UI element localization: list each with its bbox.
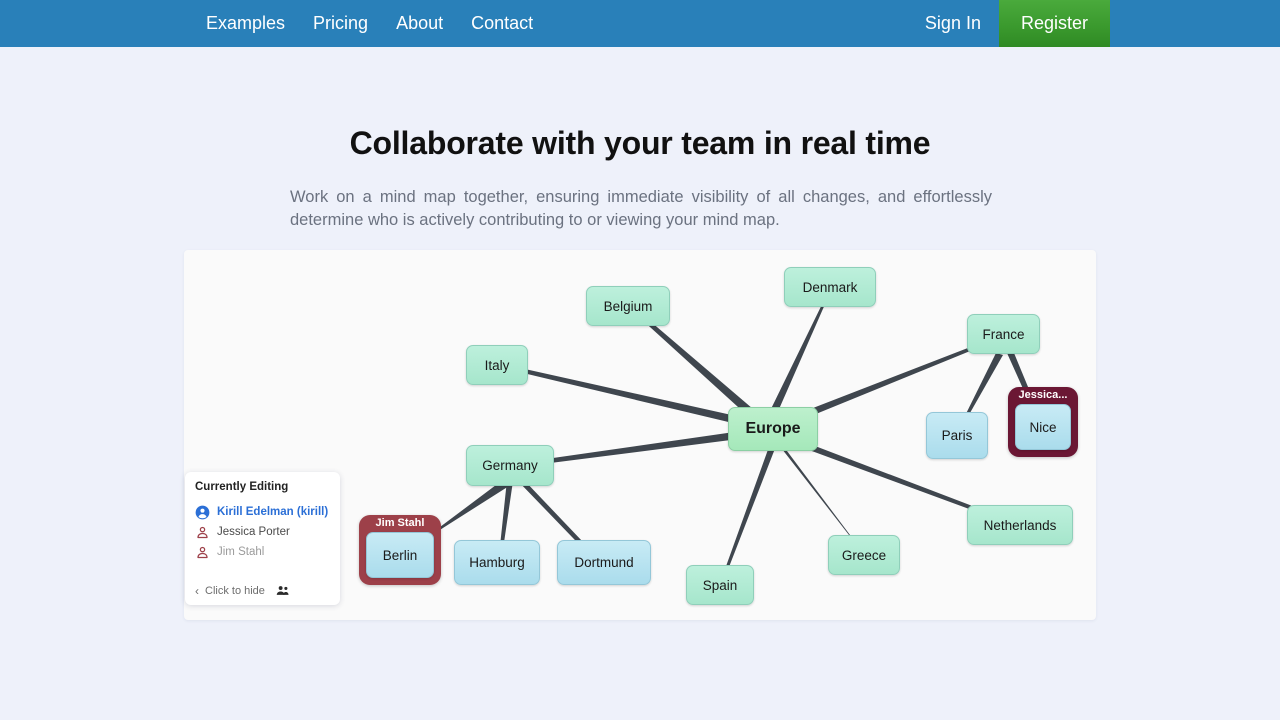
nav-link-contact[interactable]: Contact — [471, 13, 534, 33]
mindmap-node-belgium[interactable]: Belgium — [586, 286, 670, 326]
hide-panel-button[interactable]: ‹ Click to hide — [195, 583, 290, 598]
user-outline-icon — [197, 526, 208, 538]
editing-user-row-jim[interactable]: Jim Stahl — [195, 542, 330, 562]
selection-frame-berlin[interactable]: Jim Stahl Berlin — [359, 515, 441, 585]
mindmap-node-netherlands[interactable]: Netherlands — [967, 505, 1073, 545]
nav-auth-group: Sign In Register — [907, 0, 1280, 47]
mindmap-node-europe[interactable]: Europe — [728, 407, 818, 451]
editing-user-row-kirill[interactable]: Kirill Edelman (kirill) — [195, 502, 330, 522]
mindmap-node-hamburg[interactable]: Hamburg — [454, 540, 540, 585]
nav-link-examples[interactable]: Examples — [206, 13, 286, 33]
mindmap-node-france[interactable]: France — [967, 314, 1040, 354]
selection-frame-nice[interactable]: Jessica... Nice — [1008, 387, 1078, 457]
user-outline-icon — [197, 546, 208, 558]
mindmap-node-greece[interactable]: Greece — [828, 535, 900, 575]
register-button[interactable]: Register — [998, 0, 1110, 47]
mindmap-node-italy[interactable]: Italy — [466, 345, 528, 385]
mindmap-node-dortmund[interactable]: Dortmund — [557, 540, 651, 585]
selection-user-label-jim: Jim Stahl — [375, 517, 425, 529]
mindmap-node-denmark[interactable]: Denmark — [784, 267, 876, 307]
nav-link-pricing[interactable]: Pricing — [313, 13, 369, 33]
editing-user-row-jessica[interactable]: Jessica Porter — [195, 522, 330, 542]
top-navbar: Examples Pricing About Contact Sign In R… — [0, 0, 1280, 47]
mindmap-node-berlin[interactable]: Berlin — [366, 532, 434, 578]
mindmap-node-paris[interactable]: Paris — [926, 412, 988, 459]
nav-link-about[interactable]: About — [396, 13, 444, 33]
currently-editing-panel: Currently Editing Kirill Edelman (kirill… — [185, 472, 340, 605]
page-subtitle: Work on a mind map together, ensuring im… — [290, 188, 992, 229]
page-title: Collaborate with your team in real time — [349, 125, 931, 161]
user-filled-icon — [195, 505, 210, 519]
editing-user-name: Jim Stahl — [217, 546, 265, 558]
editing-user-name: Kirill Edelman (kirill) — [217, 506, 329, 518]
sign-in-button[interactable]: Sign In — [924, 13, 981, 33]
selection-user-label-jessica: Jessica... — [1018, 389, 1068, 401]
nav-links: Examples Pricing About Contact — [192, 0, 547, 47]
editing-user-name: Jessica Porter — [217, 526, 290, 538]
mindmap-node-nice[interactable]: Nice — [1015, 404, 1071, 450]
mindmap-node-germany[interactable]: Germany — [466, 445, 554, 486]
people-icon — [276, 586, 289, 595]
mindmap-node-spain[interactable]: Spain — [686, 565, 754, 605]
hide-panel-label: Click to hide — [205, 584, 265, 597]
panel-title: Currently Editing — [195, 481, 289, 493]
chevron-left-icon: ‹ — [195, 583, 199, 598]
